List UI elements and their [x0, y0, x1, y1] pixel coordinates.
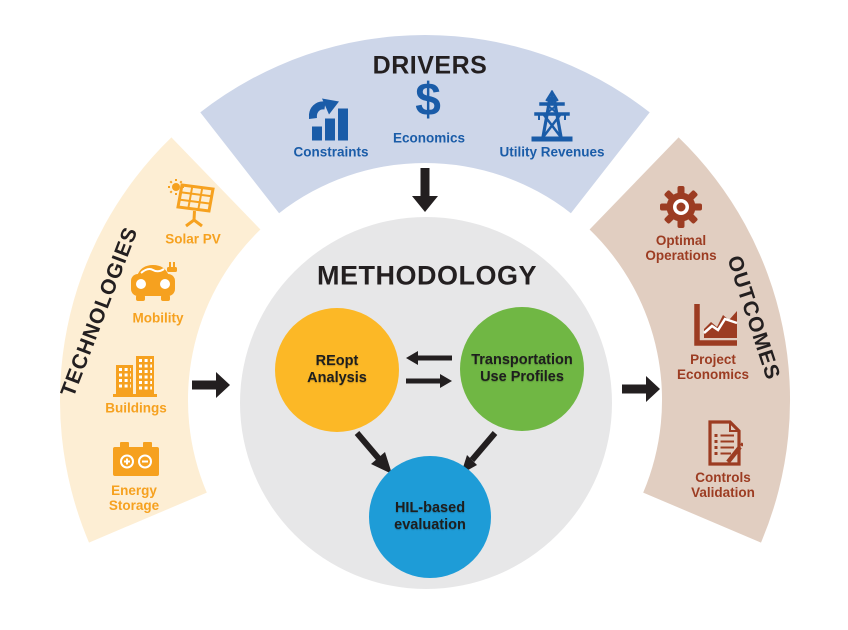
drivers-title: DRIVERS [372, 51, 488, 80]
battery-icon [111, 442, 161, 478]
transportation-use-profiles-node: Transportation Use Profiles [460, 307, 584, 431]
outcomes-item-label: Optimal Operations [645, 232, 717, 263]
outcomes-item-label: Project Economics [676, 351, 750, 382]
technologies-to-methodology-arrow [192, 372, 230, 398]
drivers-band [200, 35, 650, 214]
methodology-to-outcomes-arrow [622, 376, 660, 402]
gear-icon [659, 185, 703, 229]
outcomes-item-label: Controls Validation [691, 469, 755, 500]
checklist-pencil-icon [707, 420, 745, 466]
transmission-tower-icon [530, 89, 574, 142]
drivers-item-label: Constraints [293, 144, 369, 160]
reopt-analysis-node: REopt Analysis [275, 308, 399, 432]
drivers-item-label: Utility Revenues [499, 144, 605, 160]
area-chart-icon [692, 302, 738, 348]
drivers-to-methodology-arrow [412, 168, 438, 212]
technologies-item-label: Buildings [105, 400, 167, 416]
solar-panel-icon [166, 178, 220, 228]
node-label: HIL-based evaluation [394, 500, 466, 533]
dollar-icon: $ [415, 73, 441, 125]
technologies-band [59, 137, 261, 543]
reopt-to-transport-arrow [406, 374, 452, 388]
node-label: REopt Analysis [307, 353, 367, 386]
technologies-item-label: Energy Storage [108, 482, 160, 513]
technologies-item-label: Solar PV [165, 231, 221, 247]
drivers-item-label: Economics [392, 130, 466, 146]
technologies-item-label: Mobility [132, 310, 184, 326]
electric-car-icon [129, 262, 177, 306]
reopt-to-hil-arrow [354, 431, 392, 474]
buildings-icon [113, 351, 157, 397]
hil-based-evaluation-node: HIL-based evaluation [369, 456, 491, 578]
bar-chart-growth-icon [308, 98, 355, 143]
transport-to-reopt-arrow [406, 351, 452, 365]
methodology-title: METHODOLOGY [317, 260, 537, 291]
node-label: Transportation Use Profiles [471, 352, 573, 385]
